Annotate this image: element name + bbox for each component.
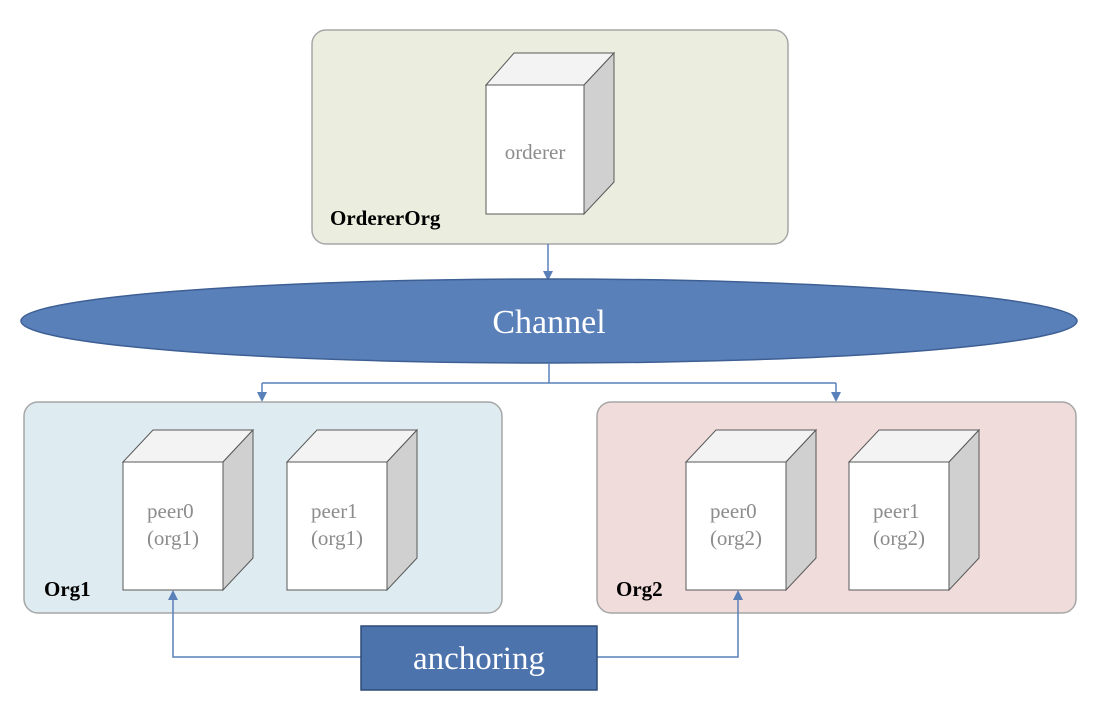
org2-box [596, 401, 1077, 614]
anchoring-to-org2-peer0-arrow [597, 590, 743, 658]
svg-text:peer0 (org2): peer0 (org2) [710, 499, 762, 550]
anchoring-label: anchoring [413, 641, 545, 677]
anchoring-to-org1-peer0-arrow [168, 590, 361, 658]
org2-peer0-node: peer0 (org2) [684, 428, 818, 592]
channel-group: Channel [20, 278, 1078, 364]
org2-peer1-label-line2: (org2) [873, 526, 925, 550]
anchoring-group: anchoring [360, 625, 598, 691]
svg-text:orderer: orderer [505, 140, 566, 164]
svg-text:peer1 (org1): peer1 (org1) [311, 499, 363, 550]
org2-peer0-label-line2: (org2) [710, 526, 762, 550]
org1-peer1-node: peer1 (org1) [285, 428, 419, 592]
orderer-org-label: OrdererOrg [330, 206, 441, 230]
channel-to-orgs-connector [257, 363, 841, 402]
anchoring-box [360, 625, 598, 691]
org1-peer0-node: peer0 (org1) [121, 428, 255, 592]
org1-label: Org1 [44, 577, 91, 601]
org1-group: Org1 peer0 (org1) peer1 (org1) [23, 401, 503, 614]
org1-peer1-label-line1: peer1 [311, 499, 358, 523]
channel-label: Channel [492, 304, 605, 341]
svg-text:peer0 (org1): peer0 (org1) [147, 499, 199, 550]
orderer-node: orderer [484, 51, 616, 216]
svg-text:peer1 (org2): peer1 (org2) [873, 499, 925, 550]
org1-peer0-label-line1: peer0 [147, 499, 194, 523]
org2-peer0-label-line1: peer0 [710, 499, 757, 523]
orderer-node-label: orderer [505, 140, 566, 164]
orderer-cube-front [485, 84, 585, 215]
anchoring-connectors [168, 590, 743, 658]
org2-label: Org2 [616, 577, 663, 601]
org2-group: Org2 peer0 (org2) peer1 (org2) [596, 401, 1077, 614]
org1-box [23, 401, 503, 614]
org2-peer1-node: peer1 (org2) [847, 428, 981, 592]
org1-peer1-label-line2: (org1) [311, 526, 363, 550]
org1-peer0-label-line2: (org1) [147, 526, 199, 550]
orderer-org-group: OrdererOrg orderer [311, 29, 789, 245]
org2-peer1-label-line1: peer1 [873, 499, 920, 523]
